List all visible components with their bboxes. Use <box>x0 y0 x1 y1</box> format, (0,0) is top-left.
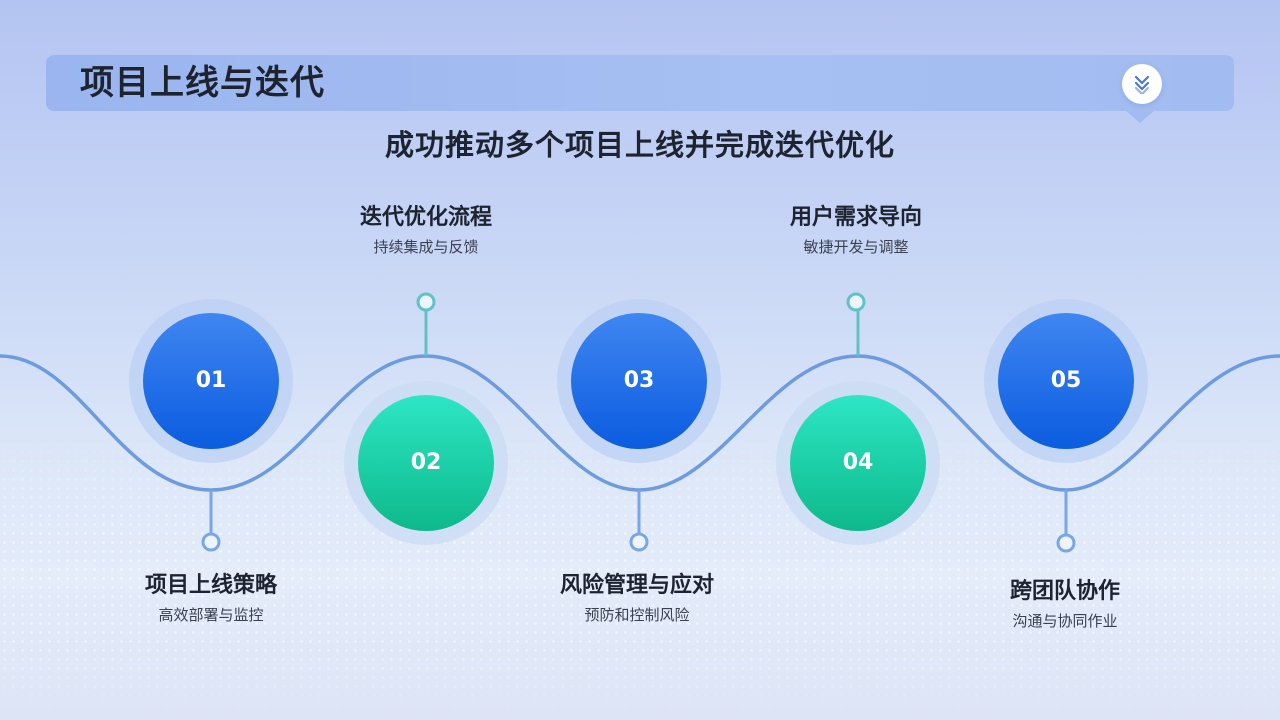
step-title-03: 风险管理与应对 <box>559 573 714 598</box>
pin-05 <box>1056 490 1076 553</box>
step-circle-03 <box>557 299 721 463</box>
step-desc-02: 持续集成与反馈 <box>373 238 479 256</box>
step-title-04: 用户需求导向 <box>789 205 922 230</box>
step-desc-03: 预防和控制风险 <box>584 606 690 624</box>
dotted-texture <box>0 430 1280 720</box>
scroll-down-button[interactable] <box>1122 64 1162 104</box>
pin-04 <box>846 292 866 356</box>
double-chevron-down-icon <box>1134 75 1150 94</box>
pin-03 <box>629 490 649 552</box>
step-desc-05: 沟通与协同作业 <box>1012 612 1118 630</box>
step-desc-04: 敏捷开发与调整 <box>803 238 909 256</box>
pin-01 <box>201 490 221 552</box>
step-number-02: 02 <box>410 450 442 475</box>
step-title-02: 迭代优化流程 <box>359 205 492 230</box>
step-desc-01: 高效部署与监控 <box>158 606 264 624</box>
step-circle-02 <box>344 381 508 545</box>
header-tab <box>1126 111 1154 123</box>
step-number-01: 01 <box>195 368 227 393</box>
step-circle-05 <box>984 299 1148 463</box>
page-subtitle: 成功推动多个项目上线并完成迭代优化 <box>384 128 895 162</box>
step-title-01: 项目上线策略 <box>144 573 277 598</box>
step-number-03: 03 <box>623 368 655 393</box>
page-title: 项目上线与迭代 <box>80 63 325 103</box>
step-title-05: 跨团队协作 <box>1009 579 1120 604</box>
step-circle-04 <box>776 381 940 545</box>
step-circle-01 <box>129 299 293 463</box>
header-bar <box>46 55 1234 111</box>
pin-02 <box>416 292 436 356</box>
step-number-04: 04 <box>842 450 874 475</box>
step-number-05: 05 <box>1050 368 1082 393</box>
